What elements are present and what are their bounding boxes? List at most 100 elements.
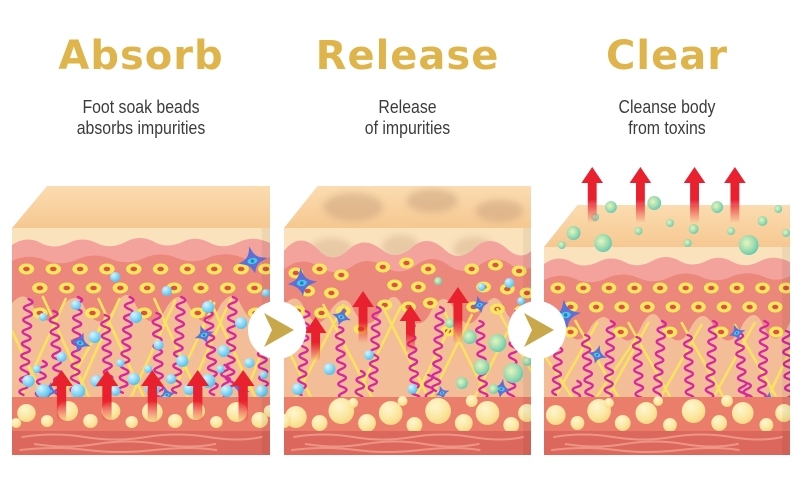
collagen-fiber [580,333,595,409]
collagen-fiber [18,297,34,397]
fat-cell [653,396,664,406]
toxin-bubble [522,356,531,366]
stage-title-clear: Clear [606,33,728,79]
fat-cell [358,414,376,432]
skin-cell [58,282,75,294]
impurity-bead [504,278,515,288]
skin-cell [716,301,732,313]
up-arrow-icon [50,370,73,422]
impurity-bead [110,386,121,396]
impurity-beads [291,278,526,395]
skin-surface-top [12,186,270,228]
impurity-bead [259,371,268,379]
stage-title-release: Release [315,33,500,79]
skin-cell [767,301,783,313]
right-arrow-icon [264,313,294,347]
collagen-fiber [781,329,790,405]
fat-cell [40,415,54,427]
muscle-fiber-line [304,440,480,448]
fat-cell [775,404,790,422]
skin-cell [387,279,403,291]
impurity-bead [364,350,374,360]
collagen-fiber [367,305,382,393]
skin-cell [464,263,480,275]
toxin-bubble [462,330,477,344]
collagen-fiber [756,319,770,407]
impurity-bead [153,340,164,350]
fat-cell [614,415,631,431]
impurity-bead [88,331,101,343]
fat-cell [425,398,451,424]
impurity-bead [255,385,268,397]
skin-cell [550,282,566,294]
impurity-bead [70,300,82,310]
epidermis-pink-band [544,257,790,284]
skin-cell [729,282,745,294]
skin-cell [193,282,209,294]
skin-cell [652,282,668,294]
up-arrow-icon [447,287,469,343]
fat-cell [518,404,531,422]
skin-cell [420,263,436,275]
up-arrow-icon [231,370,255,422]
toxin-bubble [488,334,507,352]
skin-cell [488,259,503,271]
fat-cell [663,418,677,432]
stage-subtitle-release: Release of impurities [272,97,542,139]
elastin-fiber [208,299,262,409]
surface-dirt [323,189,524,222]
up-arrows [50,370,255,422]
toxin-bubble [647,196,662,210]
elastin-fiber [544,353,579,407]
elastin-fiber [589,333,640,407]
toxin-bubble [594,234,612,252]
fat-cell [17,404,36,422]
elastin-fiber [322,303,377,405]
up-arrow-icon [399,305,422,353]
fat-cells [284,395,531,433]
fat-cell [731,402,754,424]
fat-cell [759,418,774,432]
fat-cell [545,405,566,425]
subtitle-line: absorbs impurities [76,118,206,138]
impurity-bead [165,374,177,384]
toxin-bubble [666,219,674,227]
fat-cell [465,395,478,407]
skin-cell [312,263,327,275]
above-surface [557,167,790,255]
impurity-bead [323,363,336,375]
toxin-bubble [566,226,581,240]
skin-cell [665,301,681,313]
up-arrow-icon [683,167,706,223]
muscle-fiber-line [33,440,217,448]
collagen-fiber [682,333,695,409]
skin-cell [422,297,438,309]
up-arrow-icon [724,167,746,223]
muscle-fiber-line [290,447,481,453]
skin-cell [32,282,48,294]
skin-cell [755,282,770,294]
stage-title-absorb: Absorb [58,33,224,79]
subtitle-line: Foot soak beads [82,97,200,117]
skin-cell [84,307,101,319]
impurity-bead [144,365,153,373]
toxin-bubble [445,318,455,328]
up-arrow-icon [352,291,374,343]
toxin-bubble [782,229,790,237]
skin-cell [691,301,706,313]
toxin-bubble [757,216,768,226]
toxin-bubble [738,235,759,255]
elastin-fiber [126,299,177,407]
elastin-fiber [426,313,474,405]
skin-cell [768,326,784,338]
fat-cell [721,395,733,407]
skin-cell [206,263,223,275]
fat-cell [210,416,223,428]
fat-cell [454,414,473,432]
toxin-bubble [557,241,566,249]
impurity-bead [201,301,215,313]
fat-cell [284,414,291,428]
up-arrow-icon [186,370,210,422]
fat-cell [348,398,359,408]
